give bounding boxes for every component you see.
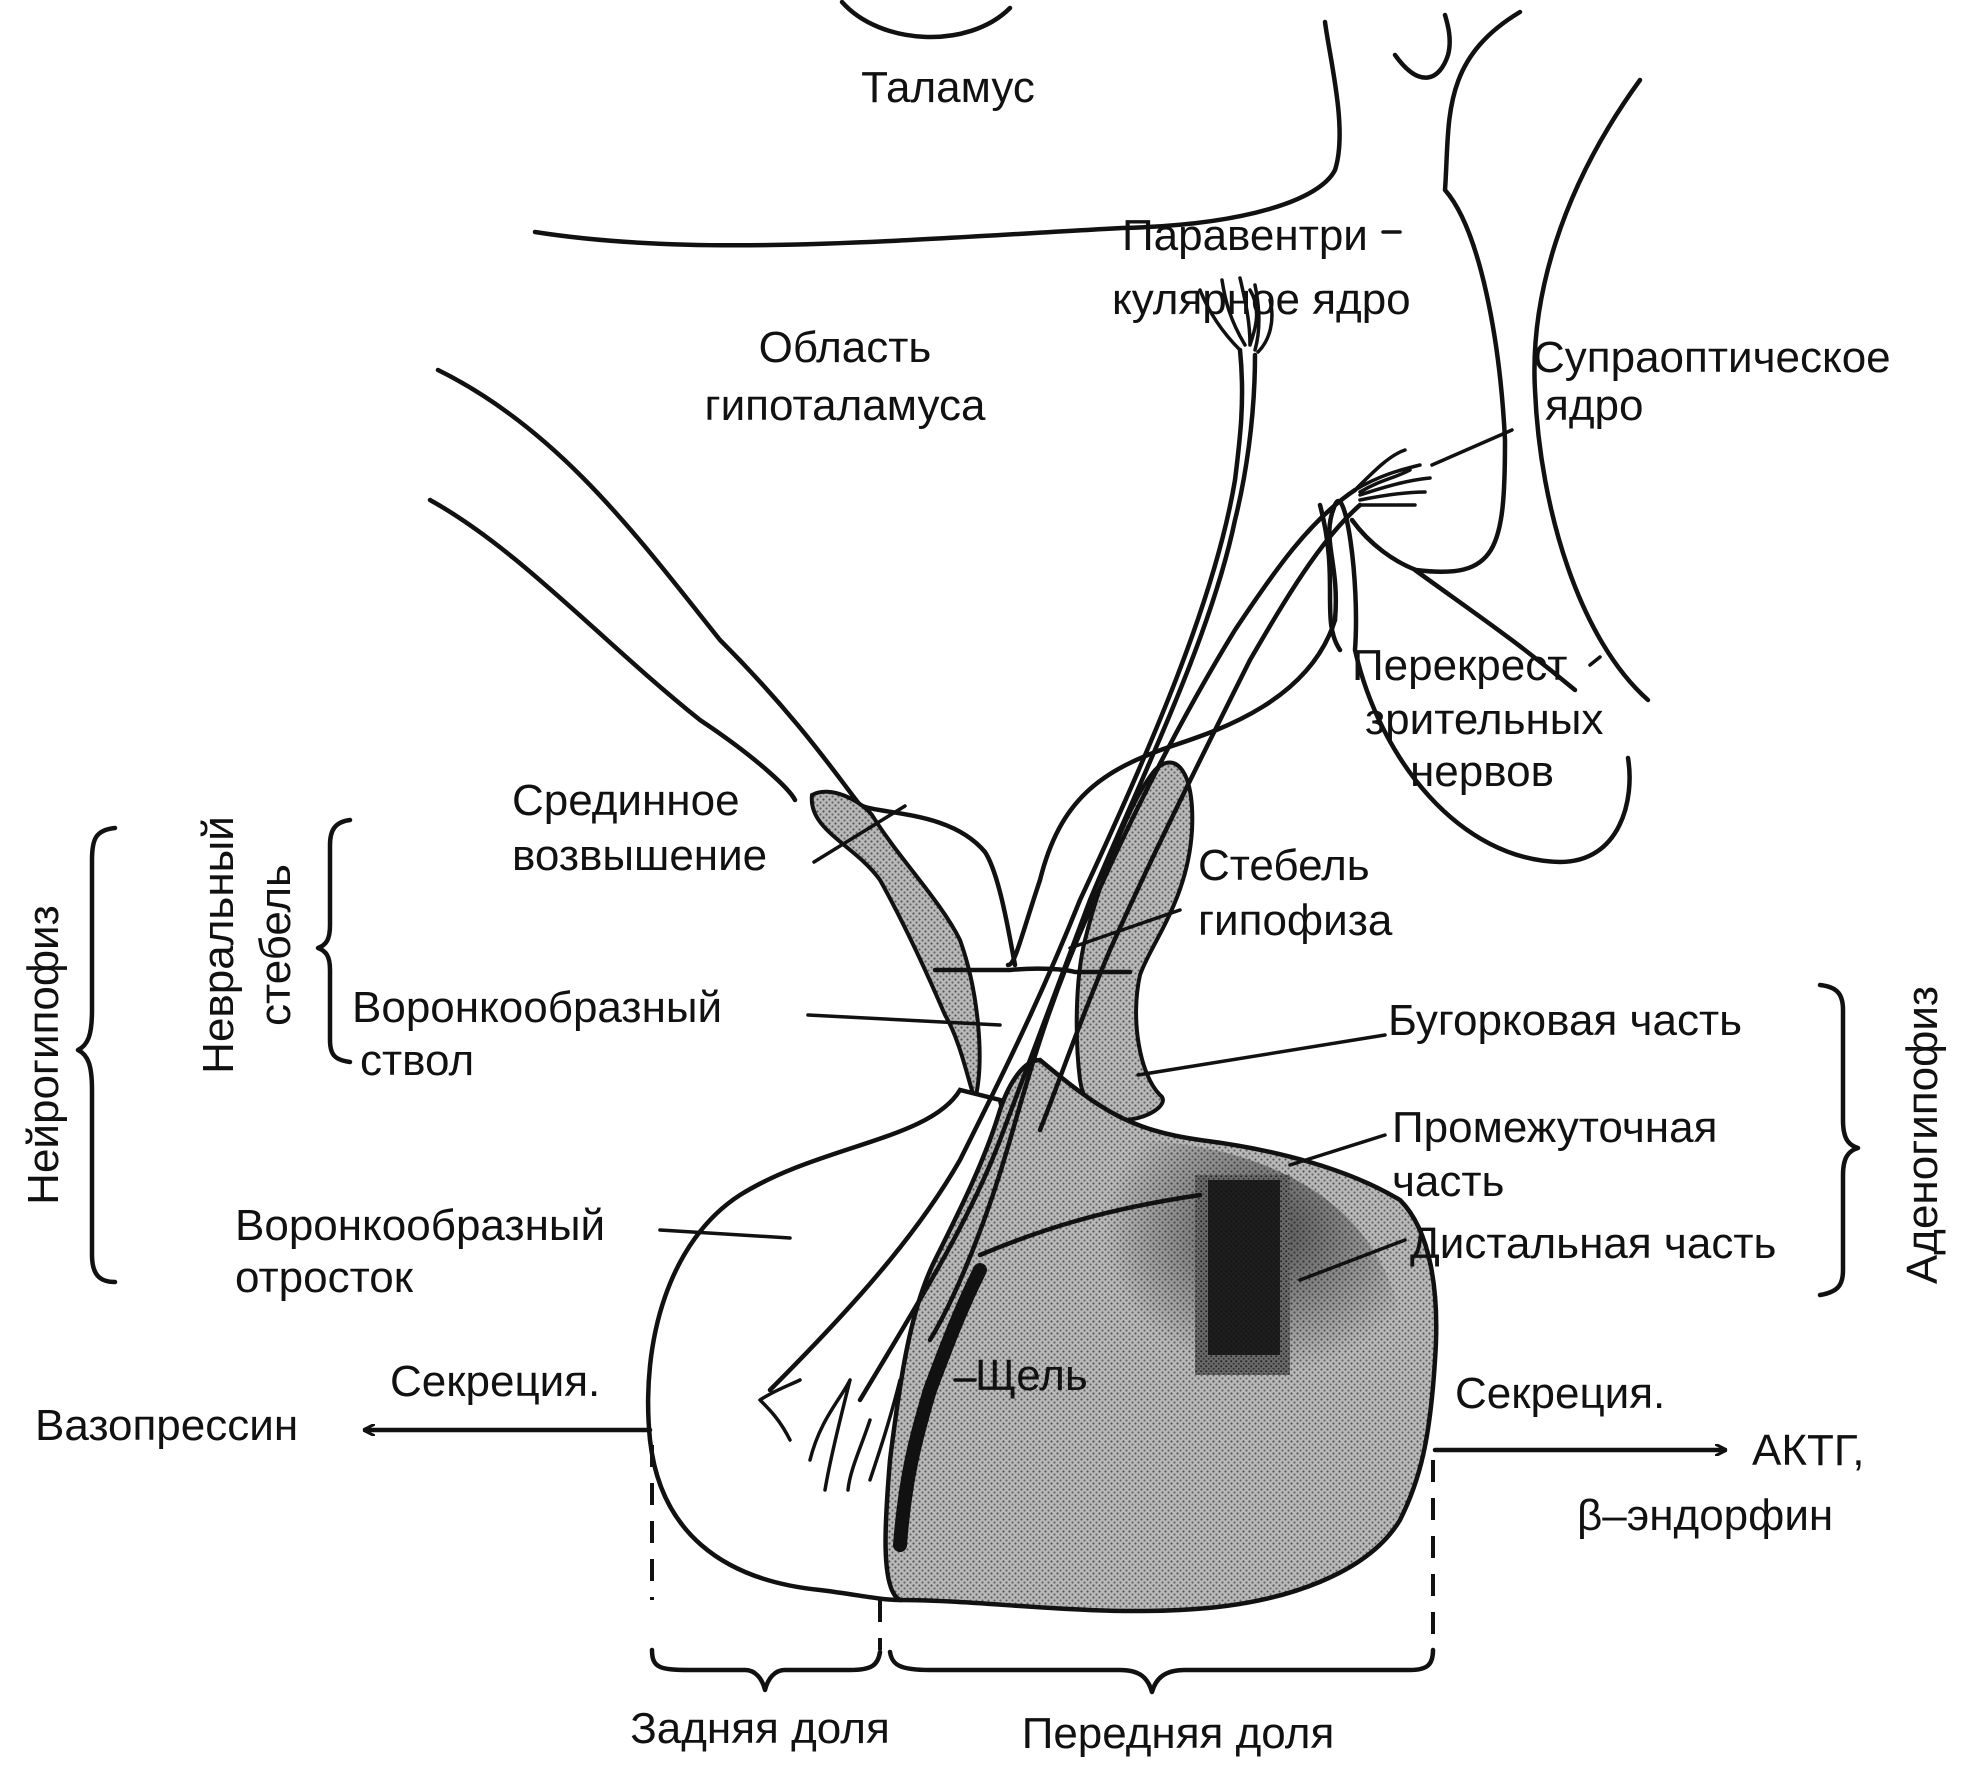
neural-stalk-label-2: стебель — [251, 864, 300, 1026]
paraventricular-label-2: кулярное ядро — [1112, 275, 1411, 324]
cleft-label: Щель — [975, 1351, 1088, 1400]
pituitary-stalk-shape — [1074, 760, 1195, 1123]
infundibular-process-label-2: отросток — [235, 1253, 414, 1302]
brain-outlines — [427, 0, 1651, 968]
vasopressin-label: Вазопрессин — [35, 1401, 298, 1450]
text-labels: Таламус Паравентри кулярное ядро Область… — [19, 63, 1947, 1758]
stalk-crossline — [932, 966, 1133, 975]
infundibular-stem-label-2: ствол — [360, 1036, 474, 1085]
paraventricular-label-1: Паравентри — [1122, 211, 1368, 260]
supraoptic-label-1: Супраоптическое — [1533, 333, 1891, 382]
chiasm-label-3: нервов — [1410, 747, 1554, 796]
median-eminence-label-1: Срединное — [512, 776, 740, 825]
chiasm-lower-outline — [1412, 567, 1578, 693]
chiasm-label-2: зрительных — [1365, 695, 1603, 744]
tuberalis-boundary — [977, 1192, 1203, 1258]
infundibular-stem-label-1: Воронкообразный — [352, 983, 722, 1032]
median-eminence-shape — [809, 789, 982, 1107]
neurohypophysis-label: Нейрогипофиз — [19, 905, 68, 1205]
pars-intermedia-label-1: Промежуточная — [1392, 1103, 1717, 1152]
infundibulum-left-inner — [427, 497, 798, 803]
nerve-fibers — [758, 276, 1432, 1492]
pars-intermedia-core — [1208, 1180, 1280, 1355]
pituitary-stalk-label-2: гипофиза — [1198, 896, 1393, 945]
median-eminence-label-2: возвышение — [512, 831, 767, 880]
infundibular-process-label-1: Воронкообразный — [235, 1201, 605, 1250]
infundibulum-left-outer — [435, 367, 1018, 968]
hypothalamus-label-2: гипоталамуса — [705, 381, 986, 430]
chiasm-outer-outline — [1532, 77, 1651, 703]
pars-distalis-label: Дистальная часть — [1410, 1219, 1776, 1268]
hypothalamus-upper-outline — [532, 19, 1342, 248]
pars-tuberalis-label: Бугорковая часть — [1388, 996, 1742, 1045]
chiasm-label-1: Перекрест — [1352, 641, 1567, 690]
secretion-left-label: Секреция. — [390, 1357, 600, 1406]
acth-label: АКТГ, — [1752, 1426, 1865, 1475]
third-ventricle-outline — [1392, 12, 1452, 80]
hypothalamus-label-1: Область — [759, 323, 932, 372]
posterior-lobe-brace — [649, 1647, 883, 1693]
cleft-shape — [893, 1263, 987, 1552]
pituitary-stalk-label-1: Стебель — [1198, 841, 1370, 890]
supraoptic-label-2: ядро — [1545, 381, 1643, 430]
anterior-lobe-label: Передняя доля — [1022, 1709, 1335, 1758]
posterior-lobe-label: Задняя доля — [630, 1704, 890, 1753]
thalamus-outline — [839, 0, 1013, 40]
leader-lines — [658, 230, 1602, 1382]
thalamus-label: Таламус — [861, 63, 1035, 112]
endorphin-label: β–эндорфин — [1577, 1491, 1833, 1540]
neural-stalk-label-1: Невральный — [194, 816, 243, 1074]
anterior-lobe-brace — [887, 1647, 1436, 1695]
secretion-right-label: Секреция. — [1455, 1369, 1665, 1418]
pars-intermedia-label-2: часть — [1392, 1157, 1504, 1206]
infundibulum-right-outer — [1005, 617, 1338, 968]
neural-stalk-brace — [315, 817, 353, 1065]
optic-chiasm-shape — [1327, 499, 1632, 865]
neurohypophysis-brace — [75, 825, 118, 1285]
adenohypophysis-brace — [1817, 982, 1861, 1298]
hypothalamic-floor — [1317, 502, 1343, 653]
adenohypophysis-label: Аденогипофиз — [1898, 986, 1947, 1284]
